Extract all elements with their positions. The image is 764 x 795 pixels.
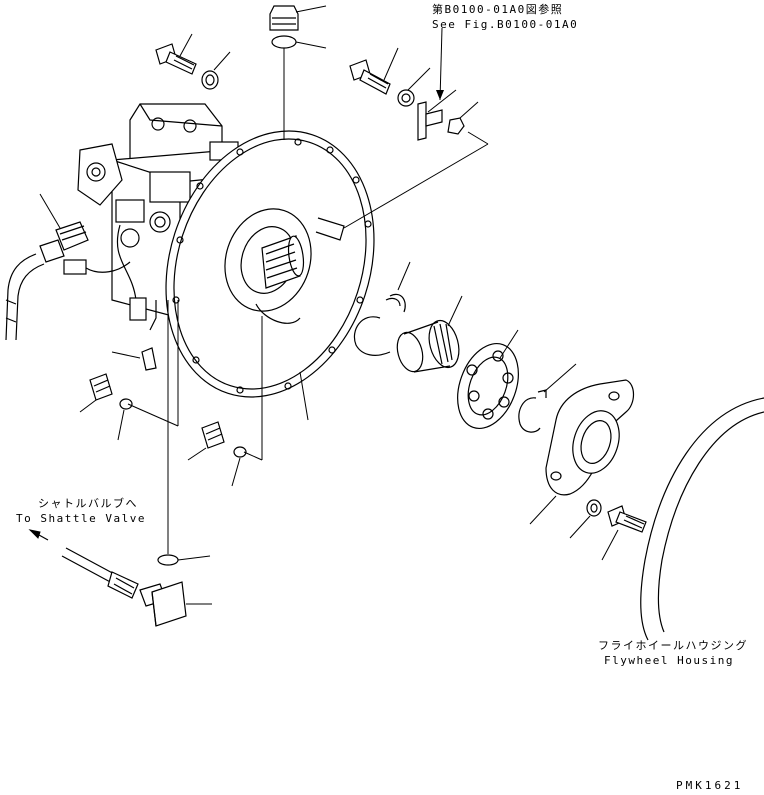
snap-ring-inner — [385, 293, 406, 313]
nut — [447, 117, 465, 135]
elbow-fitting-left — [39, 221, 89, 263]
flywheel-housing-label-en: Flywheel Housing — [604, 654, 734, 667]
reference-arrow — [436, 90, 444, 100]
leader-lines — [39, 5, 619, 605]
sensor-pickup — [141, 347, 157, 371]
washer-right — [586, 499, 602, 517]
plug-left-lower — [201, 421, 225, 449]
ball-bearing — [457, 342, 519, 430]
bolt-top-right — [349, 59, 391, 95]
snap-ring-small — [518, 389, 547, 433]
washer-top-right — [397, 89, 415, 107]
bolt-right — [607, 505, 647, 533]
bolt-top-left — [155, 43, 197, 75]
o-ring-bottom — [157, 554, 179, 566]
shuttle-valve-label-en: To Shattle Valve — [16, 512, 146, 525]
pipe-to-shuttle-valve — [61, 547, 139, 599]
shuttle-valve-label-ja: シャトルバルブへ — [38, 497, 138, 510]
drawing-code: PMK1621 — [676, 779, 744, 792]
flywheel-housing-label-ja: フライホイールハウジング — [598, 639, 748, 652]
top-o-ring — [271, 35, 297, 49]
elbow-fitting-bottom — [139, 581, 187, 627]
top-plug — [269, 5, 299, 31]
snap-ring-outer — [353, 316, 391, 356]
hose-left — [5, 253, 45, 341]
o-ring-left-lower — [233, 446, 247, 458]
needle-bearing — [396, 319, 460, 373]
o-ring-left-upper — [119, 398, 133, 410]
reference-note-ja: 第B0100-01A0図参照 — [432, 3, 564, 16]
flywheel-housing — [640, 397, 764, 641]
reference-note-en: See Fig.B0100-01A0 — [432, 18, 579, 31]
washer-top-left — [201, 70, 219, 90]
mounting-flange — [165, 130, 375, 398]
bearing-housing-cover — [545, 379, 635, 496]
bracket-clip — [417, 101, 443, 141]
plug-left-upper — [89, 373, 113, 401]
